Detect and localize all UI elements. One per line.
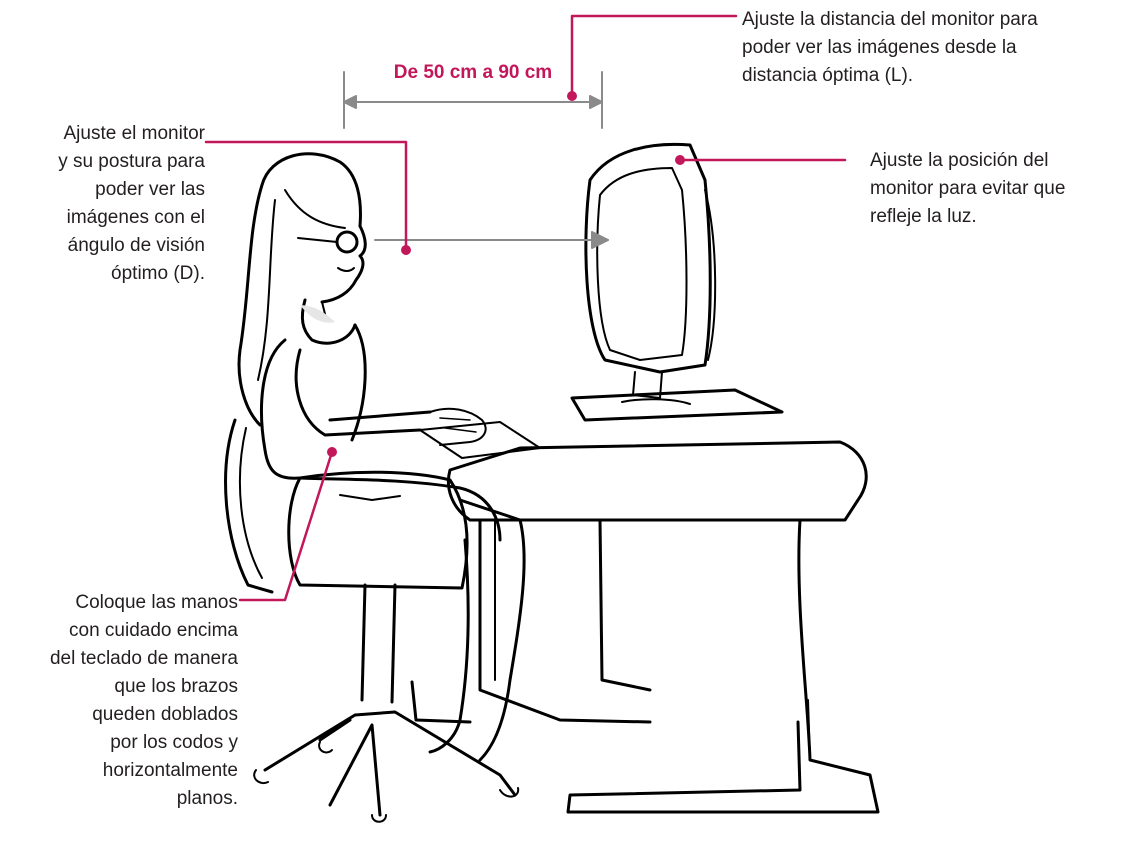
keyboard: [419, 421, 541, 459]
callout-leaders: [204, 14, 847, 602]
callout-dots: [327, 91, 685, 457]
monitor-position-note: Ajuste la posición del monitor para evit…: [870, 150, 1066, 227]
hands-position-note: Coloque las manos con cuidado encima del…: [49, 592, 238, 809]
monitor: [570, 142, 784, 422]
monitor-distance-note: Ajuste la distancia del monitor para pod…: [742, 9, 1038, 86]
callout-dot-angle: [401, 245, 411, 255]
callout-dot-distance: [567, 91, 577, 101]
distance-dimension: [343, 71, 603, 129]
callout-dot-hands: [327, 447, 337, 457]
viewing-angle-note: Ajuste el monitor y su postura para pode…: [58, 123, 205, 284]
chair: [224, 418, 520, 823]
sight-line: [374, 231, 609, 249]
desk: [410, 440, 880, 814]
distance-range-label: De 50 cm a 90 cm: [393, 62, 553, 83]
person: [237, 152, 526, 762]
callout-dot-monitor: [675, 155, 685, 165]
